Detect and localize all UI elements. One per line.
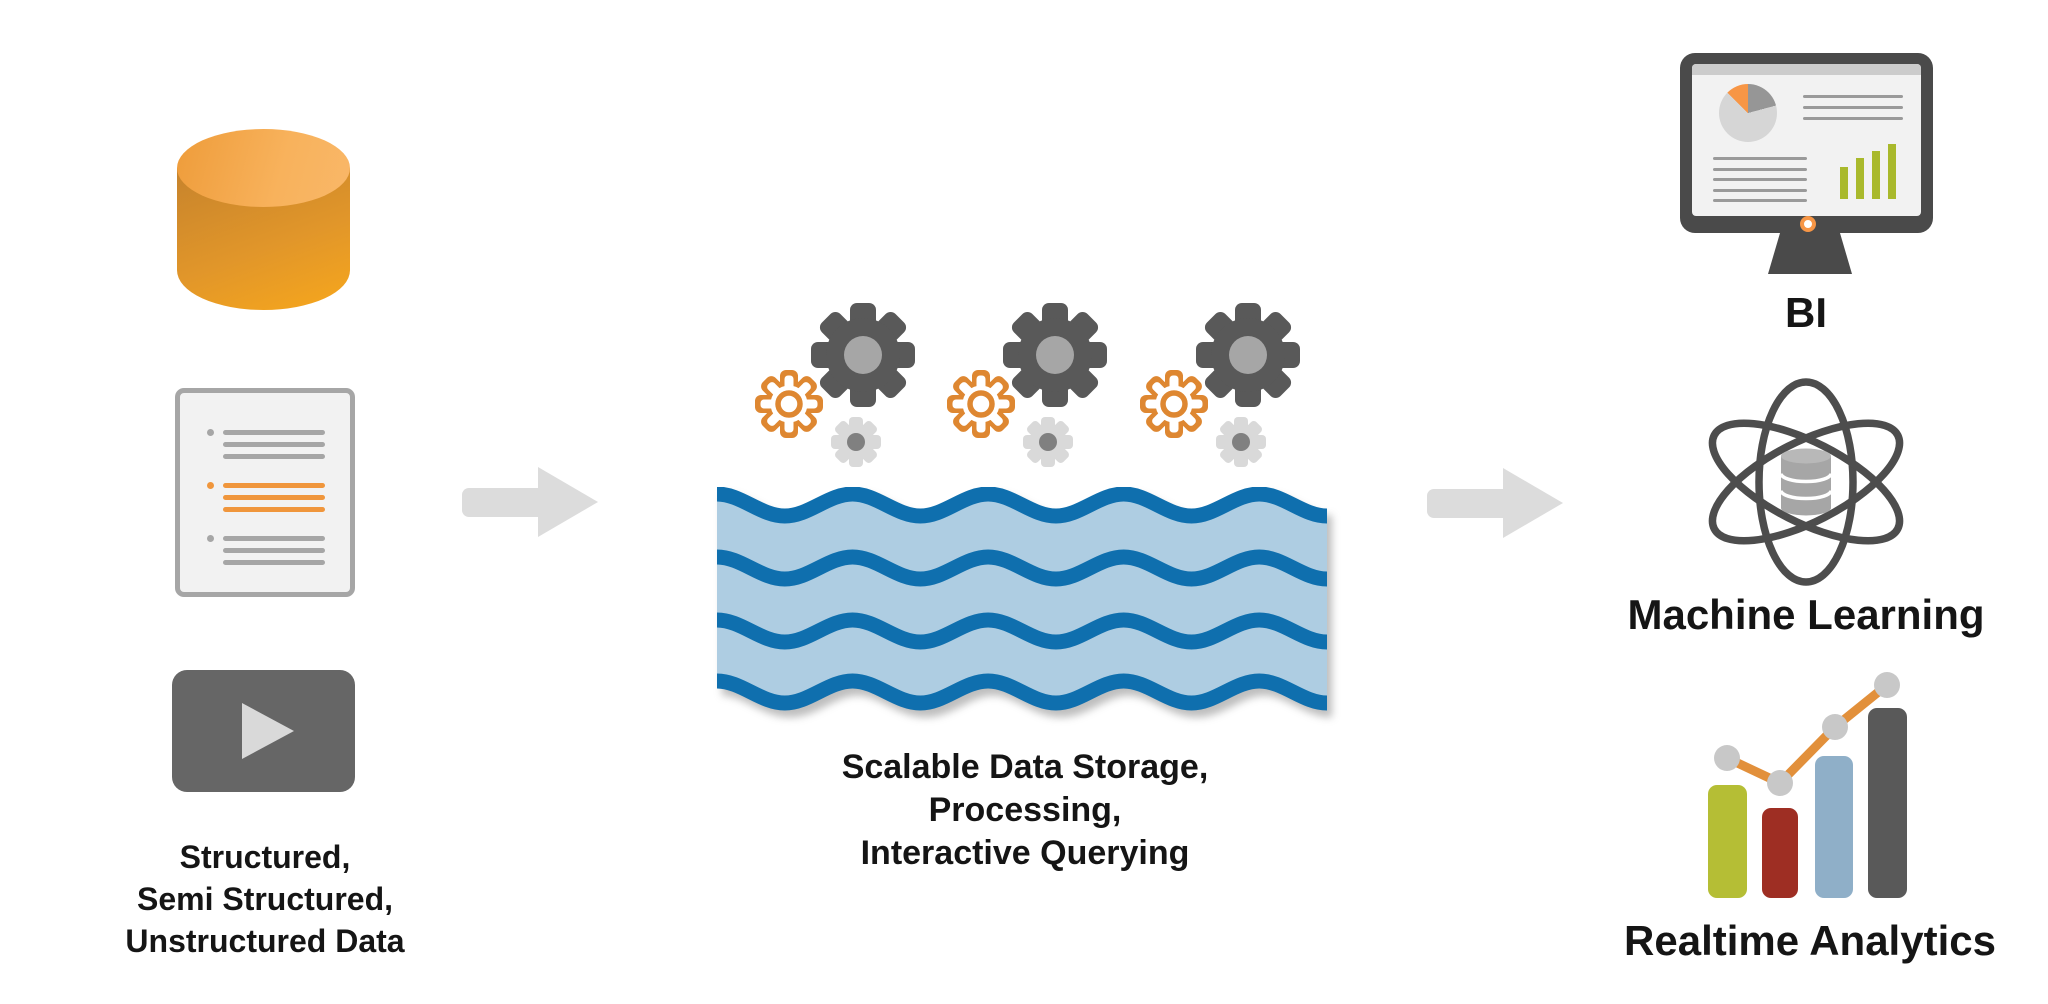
source-caption: Structured, Semi Structured, Unstructure… (55, 836, 475, 962)
doc-text-line (223, 442, 325, 447)
bi-monitor-screen (1692, 64, 1921, 216)
doc-bullet (207, 535, 214, 542)
bi-label: BI (1785, 289, 1827, 336)
doc-bullet (207, 482, 214, 489)
bi-screen-titlebar (1692, 64, 1921, 75)
play-icon (242, 703, 294, 759)
doc-text-line (223, 454, 325, 459)
arrow-right-head (538, 467, 598, 537)
database-icon (1779, 448, 1833, 516)
source-caption-line: Unstructured Data (125, 923, 405, 959)
doc-text-line (223, 495, 325, 500)
bi-monitor-stand (1768, 231, 1852, 274)
bar-chart-icon (1840, 167, 1848, 199)
source-caption-line: Structured, (179, 839, 351, 875)
lake-caption: Scalable Data Storage, Processing, Inter… (790, 746, 1260, 875)
bi-monitor-icon (1680, 53, 1933, 233)
doc-text-line (223, 483, 325, 488)
bi-monitor-button (1800, 216, 1816, 232)
document-icon (175, 388, 355, 597)
gears-icon (730, 303, 1300, 467)
pie-chart-icon (1719, 84, 1777, 142)
doc-text-line (223, 507, 325, 512)
trend-points (1714, 672, 1900, 796)
doc-text-line (223, 430, 325, 435)
database-cylinder-top (177, 129, 350, 207)
realtime-analytics-chart-icon (1708, 672, 1907, 898)
doc-bullet (207, 429, 214, 436)
lake-caption-line: Scalable Data Storage, (841, 748, 1209, 786)
machine-learning-atom-icon (1708, 378, 1904, 586)
realtime-label: Realtime Analytics (1624, 917, 1996, 964)
water-waves-icon (717, 487, 1327, 711)
lake-caption-line: Interactive Querying (860, 834, 1190, 872)
arrow-right-head (1503, 468, 1563, 538)
doc-text-line (223, 548, 325, 553)
doc-text-line (223, 536, 325, 541)
doc-text-line (223, 560, 325, 565)
lake-caption-line: Processing, (928, 791, 1122, 829)
ml-label: Machine Learning (1627, 591, 1985, 638)
video-icon (172, 670, 355, 792)
source-caption-line: Semi Structured, (136, 881, 394, 917)
trend-line (1722, 680, 1892, 788)
